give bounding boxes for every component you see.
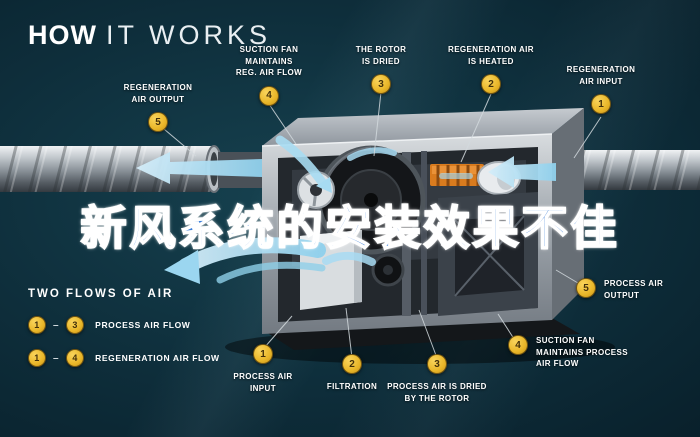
step-badge: 4 [259, 85, 279, 106]
legend-heading: TWO FLOWS OF AIR [28, 288, 174, 300]
callout-label: PROCESS AIR INPUT [233, 372, 293, 393]
callout-suction-fan-reg: SUCTION FAN MAINTAINS REG. AIR FLOW 4 [230, 44, 308, 106]
step-badge: 2 [481, 74, 501, 95]
legend-dash: – [53, 319, 60, 331]
rotor [316, 145, 426, 255]
legend-row-process: 1 – 3 PROCESS AIR FLOW [28, 316, 220, 334]
page-title: HOW IT WORKS [28, 20, 271, 51]
callout-label: REGENERATION AIR INPUT [566, 65, 636, 86]
step-badge: 3 [427, 354, 447, 374]
callout-label: THE ROTOR IS DRIED [355, 45, 407, 66]
callout-label: SUCTION FAN MAINTAINS REG. AIR FLOW [235, 45, 303, 78]
callout-label: PROCESS AIR IS DRIED BY THE ROTOR [387, 382, 487, 403]
title-light: IT WORKS [105, 20, 271, 50]
step-badge: 2 [342, 354, 362, 374]
step-badge: 5 [576, 278, 596, 298]
process-fan [371, 253, 405, 287]
step-badge: 3 [66, 316, 85, 334]
legend: TWO FLOWS OF AIR 1 – 3 PROCESS AIR FLOW … [28, 288, 220, 382]
callout-regeneration-air-heated: REGENERATION AIR IS HEATED 2 [441, 44, 541, 95]
right-compartment [438, 192, 538, 316]
callout-label: REGENERATION AIR OUTPUT [123, 83, 193, 104]
step-badge: 1 [591, 94, 611, 115]
chinese-overlay-text: 新风系统的安装效果不佳 [80, 201, 620, 255]
callout-process-air-output: 5 PROCESS AIR OUTPUT [576, 278, 686, 301]
step-badge: 3 [371, 74, 391, 95]
legend-label: PROCESS AIR FLOW [95, 320, 191, 330]
callout-regeneration-air-output: REGENERATION AIR OUTPUT 5 [108, 82, 208, 133]
legend-label: REGENERATION AIR FLOW [95, 353, 220, 363]
callout-rotor-dried: THE ROTOR IS DRIED 3 [341, 44, 421, 95]
step-badge: 4 [66, 349, 85, 367]
callout-label: PROCESS AIR OUTPUT [604, 279, 664, 300]
title-bold: HOW [28, 20, 97, 50]
callout-label: SUCTION FAN MAINTAINS PROCESS AIR FLOW [536, 336, 628, 369]
airflow-arrows [136, 135, 556, 284]
legend-row-regeneration: 1 – 4 REGENERATION AIR FLOW [28, 349, 220, 367]
step-badge: 1 [253, 344, 273, 364]
callout-label: FILTRATION [326, 382, 378, 391]
step-badge: 5 [148, 112, 168, 133]
callout-filtration: 2 FILTRATION [312, 354, 392, 393]
step-badge: 1 [28, 349, 46, 367]
callout-suction-fan-process: 4 SUCTION FAN MAINTAINS PROCESS AIR FLOW [508, 335, 638, 370]
callout-process-air-dried: 3 PROCESS AIR IS DRIED BY THE ROTOR [387, 354, 487, 404]
legend-dash: – [53, 352, 60, 364]
step-badge: 4 [508, 335, 528, 355]
callout-label: REGENERATION AIR IS HEATED [448, 45, 534, 66]
callout-regeneration-air-input: REGENERATION AIR INPUT 1 [551, 64, 651, 115]
callout-process-air-input: 1 PROCESS AIR INPUT [223, 344, 303, 394]
ahu-unit [261, 108, 584, 350]
step-badge: 1 [28, 316, 46, 334]
